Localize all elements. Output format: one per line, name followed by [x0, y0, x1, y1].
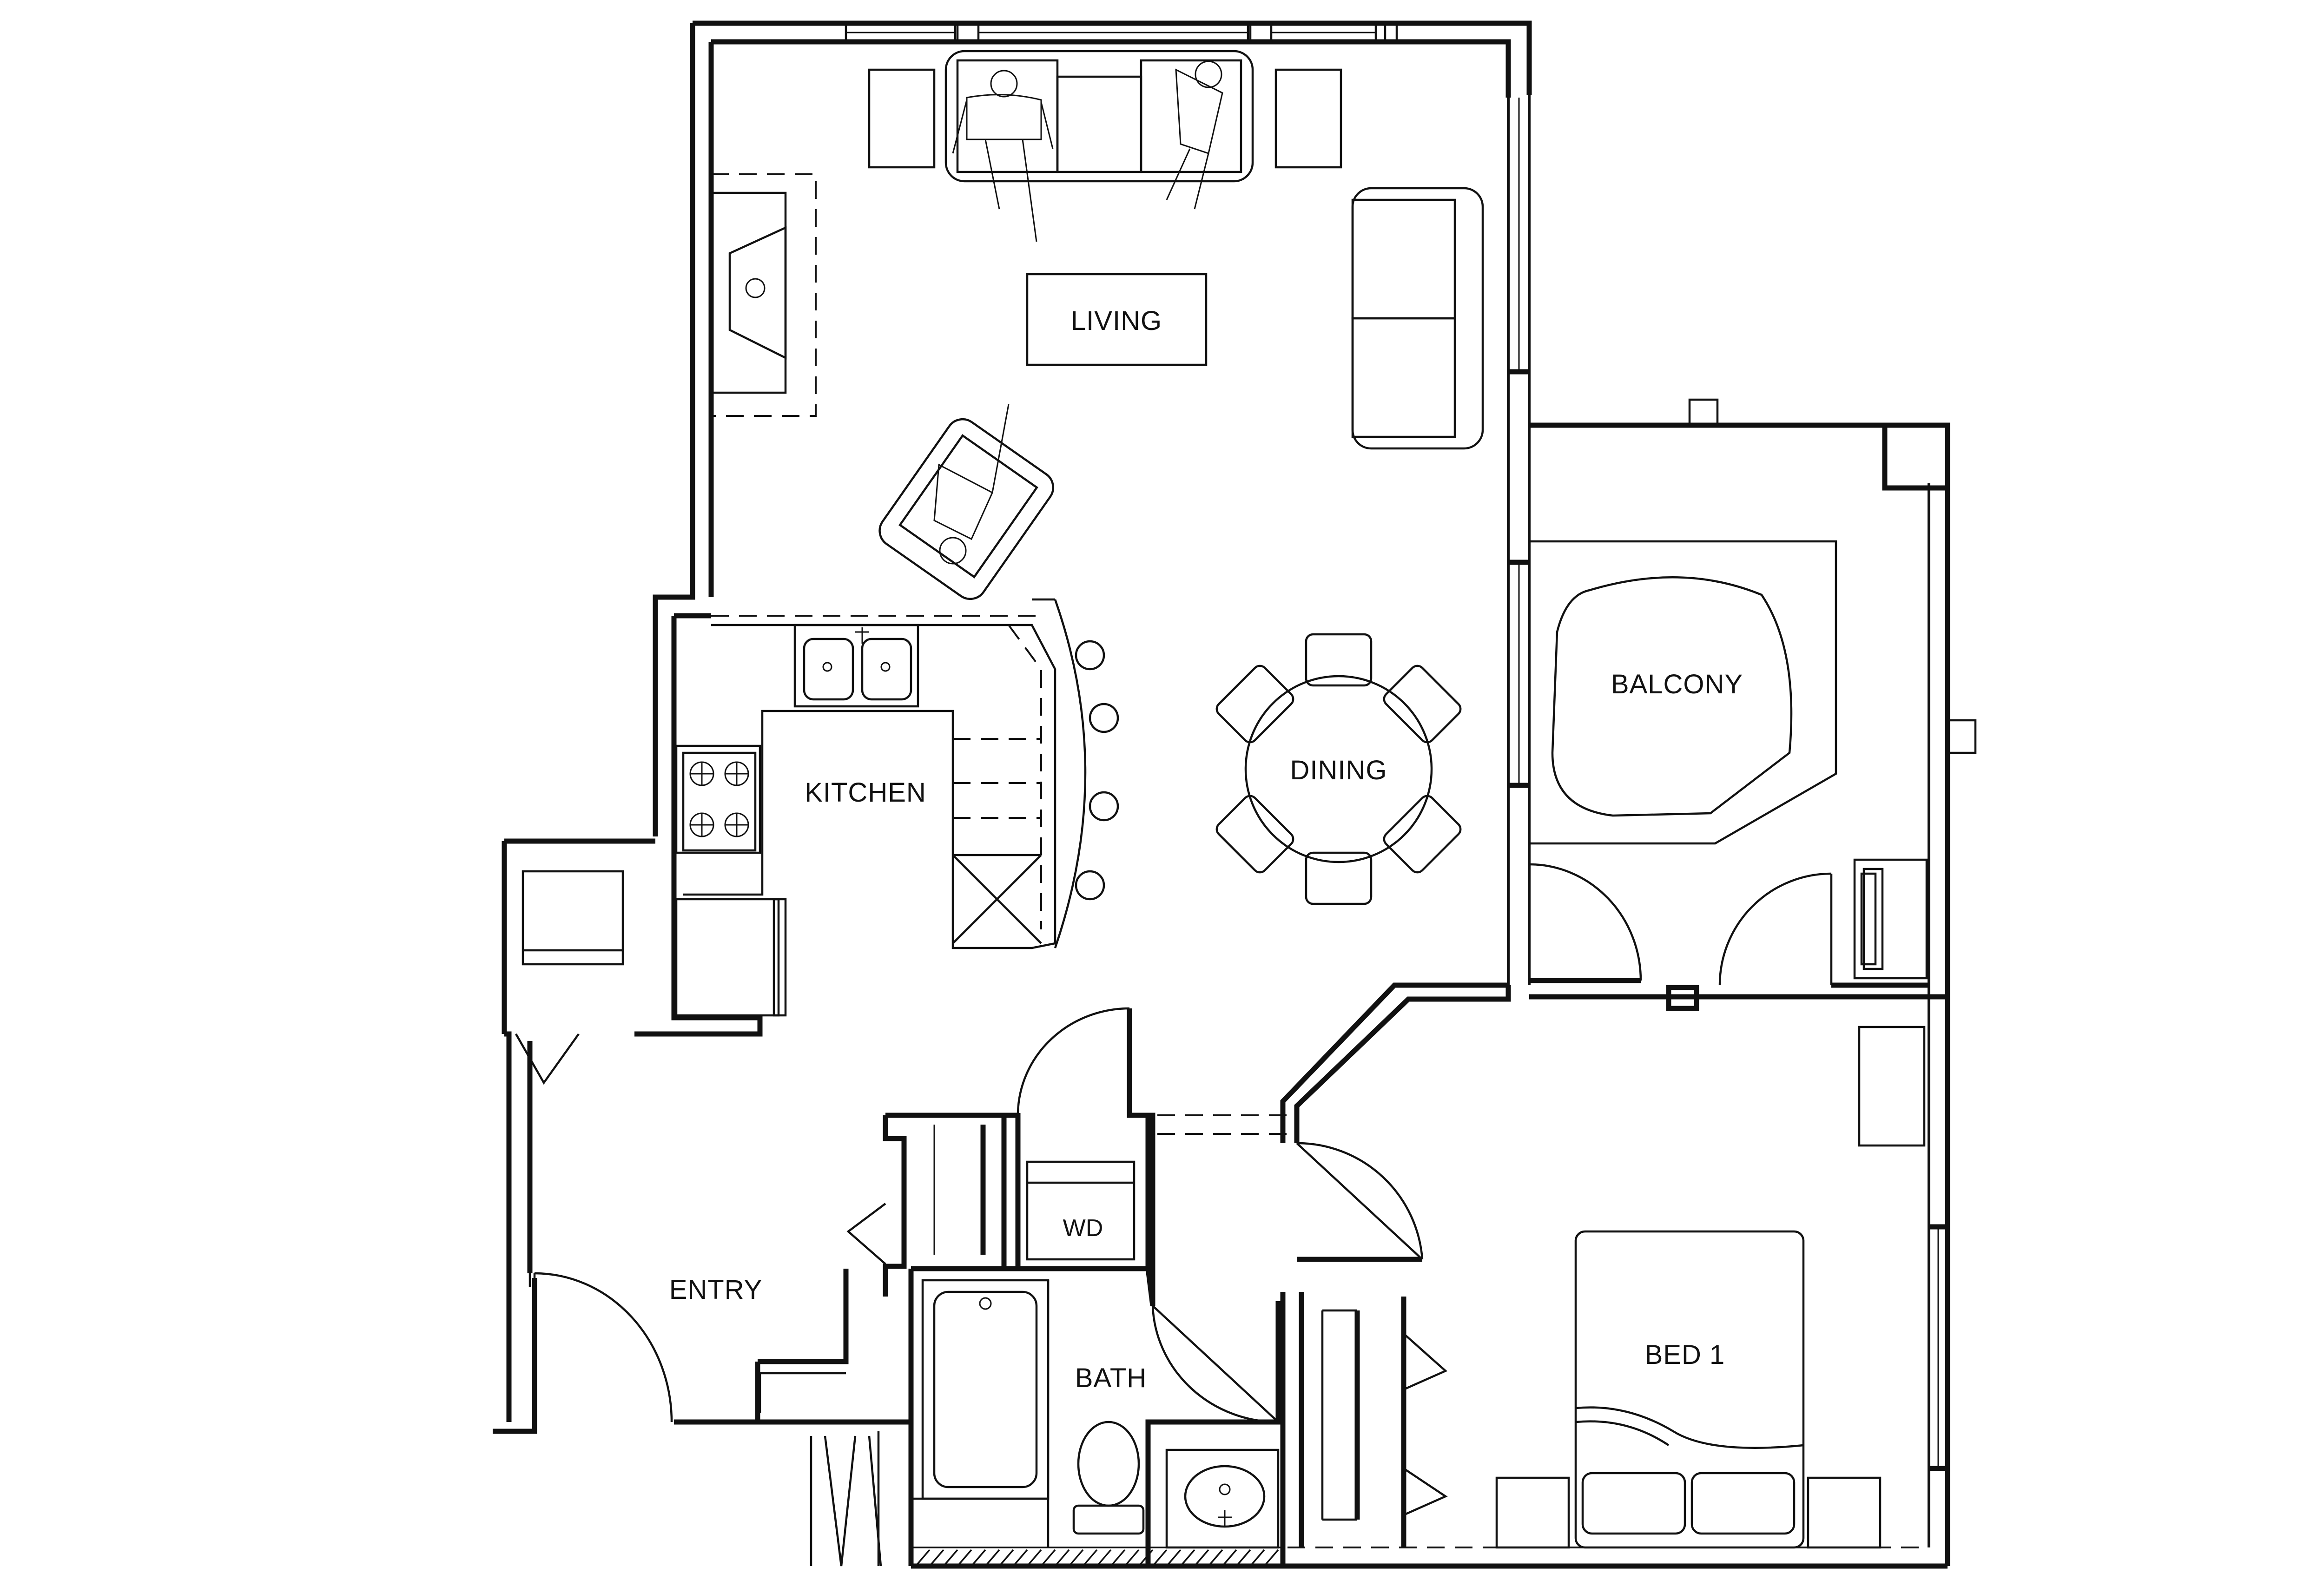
bedroom-fixtures: [1495, 1026, 1926, 1549]
balcony-fixtures: [1529, 540, 1928, 980]
label-living: LIVING: [1071, 306, 1162, 336]
label-wd: WD: [1063, 1215, 1103, 1242]
wall-hatch: [915, 1549, 1279, 1567]
bath-fixtures: [911, 1279, 1280, 1549]
label-bath: BATH: [1075, 1363, 1147, 1393]
doors: [515, 863, 1833, 1567]
windows: [528, 22, 1939, 1468]
laundry-fixtures: [933, 1125, 1357, 1521]
entry-fixtures: [522, 870, 846, 1413]
label-balcony: BALCONY: [1611, 669, 1743, 699]
label-dining: DINING: [1290, 755, 1387, 785]
label-bed1: BED 1: [1645, 1340, 1725, 1370]
label-entry: ENTRY: [669, 1275, 763, 1305]
room-labels: LIVING DINING KITCHEN BALCONY WD ENTRY B…: [669, 306, 1743, 1393]
label-kitchen: KITCHEN: [805, 777, 926, 808]
dining-table: [1215, 633, 1462, 905]
living-furniture: [710, 50, 1484, 600]
kitchen-fixtures: [675, 598, 1119, 1017]
exterior-walls: [493, 20, 1977, 1569]
